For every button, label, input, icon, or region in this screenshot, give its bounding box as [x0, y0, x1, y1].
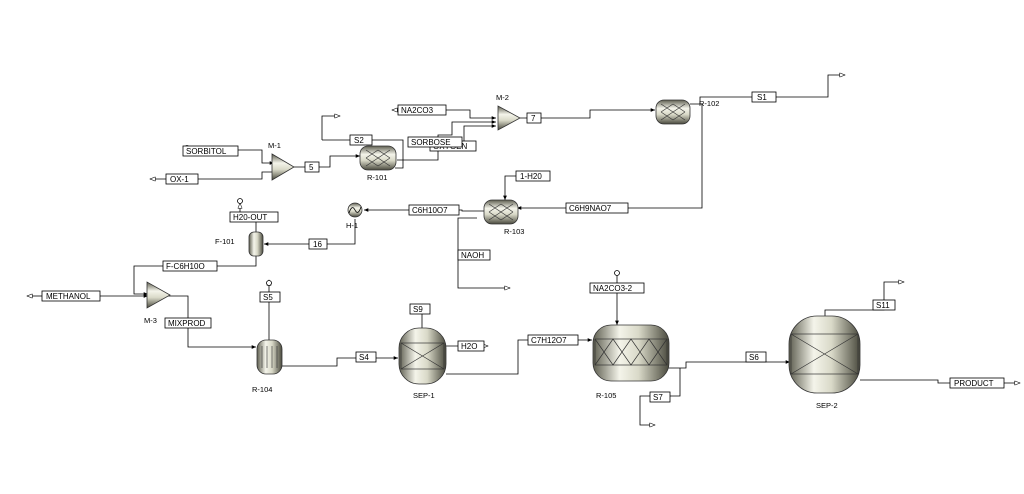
stream-ox1[interactable]: OX-1	[165, 173, 199, 185]
stream-sorbose[interactable]: SORBOSE	[407, 136, 463, 148]
stream-naoh[interactable]: NAOH	[457, 249, 491, 261]
stream-mixprod[interactable]: MIXPROD	[164, 317, 212, 329]
stream-s7-label: S7	[653, 393, 663, 402]
stream-h2o[interactable]: H2O	[457, 340, 485, 352]
stream-s5-label: S5	[263, 293, 273, 302]
stream-7[interactable]: 7	[526, 112, 542, 124]
stream-ox1-label: OX-1	[170, 175, 189, 184]
stream-16-label: 16	[313, 240, 322, 249]
stream-product-label: PRODUCT	[954, 379, 994, 388]
stream-methanol[interactable]: METHANOL	[41, 290, 101, 302]
stream-s9[interactable]: S9	[409, 303, 431, 315]
stream-s1-label: S1	[757, 93, 767, 102]
reactor-r104[interactable]: R-104	[252, 339, 283, 394]
r101-label: R-101	[367, 173, 387, 182]
stream-f-c6h10o[interactable]: F-C6H10O	[162, 260, 218, 272]
stream-h20-out[interactable]: H20-OUT	[229, 211, 279, 223]
stream-c6h9nao7-label: C6H9NAO7	[569, 204, 612, 213]
stream-na2co3-2[interactable]: NA2CO3-2	[589, 282, 645, 294]
sep2-label: SEP-2	[816, 401, 838, 410]
stream-5[interactable]: 5	[304, 161, 320, 173]
stream-sorbose-label: SORBOSE	[411, 138, 451, 147]
stream-h2o-label: H2O	[461, 342, 477, 351]
stream-1-h20-label: 1-H20	[520, 172, 542, 181]
r103-label: R-103	[504, 227, 524, 236]
stream-na2co3[interactable]: NA2CO3	[397, 104, 447, 116]
stream-s7[interactable]: S7	[649, 391, 671, 403]
stream-s4-label: S4	[359, 353, 369, 362]
stream-1-h20[interactable]: 1-H20	[515, 170, 551, 182]
stream-naoh-label: NAOH	[461, 251, 484, 260]
stream-5-label: 5	[309, 163, 314, 172]
stream-s9-label: S9	[413, 305, 423, 314]
stream-s1[interactable]: S1	[751, 91, 777, 103]
stream-c7h12o7-label: C7H12O7	[531, 336, 567, 345]
stream-7-label: 7	[531, 114, 536, 123]
r102-label: R-102	[699, 99, 719, 108]
reactor-r102[interactable]: R-102	[655, 99, 719, 125]
stream-s2-label: S2	[354, 136, 364, 145]
stream-s11-label: S11	[876, 301, 890, 310]
stream-s5[interactable]: S5	[259, 291, 281, 303]
stream-h20-out-label: H20-OUT	[233, 213, 267, 222]
stream-s4[interactable]: S4	[355, 351, 377, 363]
h1-label: H-1	[346, 221, 358, 230]
stream-na2co3-label: NA2CO3	[401, 106, 434, 115]
separator-sep2[interactable]: SEP-2	[788, 315, 861, 410]
port-markers	[184, 145, 620, 310]
stream-s6-label: S6	[749, 353, 759, 362]
flash-f101[interactable]: F-101	[215, 231, 264, 257]
stream-c7h12o7[interactable]: C7H12O7	[527, 334, 579, 346]
stream-sorbitol-label: SORBITOL	[186, 147, 227, 156]
mixer-m1[interactable]: M-1	[268, 141, 295, 181]
stream-product[interactable]: PRODUCT	[949, 377, 1005, 389]
f101-label: F-101	[215, 237, 235, 246]
r105-label: R-105	[596, 391, 616, 400]
reactor-r105[interactable]: R-105	[592, 324, 670, 400]
mixer-m3[interactable]: M-3	[144, 281, 171, 325]
heater-h1[interactable]: H-1	[346, 202, 363, 230]
stream-c6h10o7-label: C6H10O7	[412, 206, 448, 215]
stream-sorbitol[interactable]: SORBITOL	[182, 145, 239, 157]
m1-label: M-1	[268, 141, 281, 150]
stream-c6h9nao7[interactable]: C6H9NAO7	[565, 202, 629, 214]
sep1-label: SEP-1	[413, 391, 435, 400]
stream-mixprod-label: MIXPROD	[168, 319, 206, 328]
stream-na2co3-2-label: NA2CO3-2	[593, 284, 633, 293]
stream-lines	[27, 75, 1020, 425]
m3-label: M-3	[144, 316, 157, 325]
reactor-r101[interactable]: R-101	[359, 145, 397, 182]
r104-label: R-104	[252, 385, 272, 394]
m2-label: M-2	[496, 93, 509, 102]
stream-methanol-label: METHANOL	[46, 292, 91, 301]
stream-s2[interactable]: S2	[349, 134, 373, 146]
stream-c6h10o7[interactable]: C6H10O7	[408, 204, 460, 216]
stream-f-c6h10o-label: F-C6H10O	[166, 262, 205, 271]
reactor-r103[interactable]: R-103	[483, 199, 524, 236]
mixer-m2[interactable]: M-2	[496, 93, 521, 131]
stream-s11[interactable]: S11	[872, 299, 896, 311]
separator-sep1[interactable]: SEP-1	[398, 327, 447, 400]
stream-16[interactable]: 16	[308, 238, 328, 250]
stream-s6[interactable]: S6	[745, 351, 767, 363]
